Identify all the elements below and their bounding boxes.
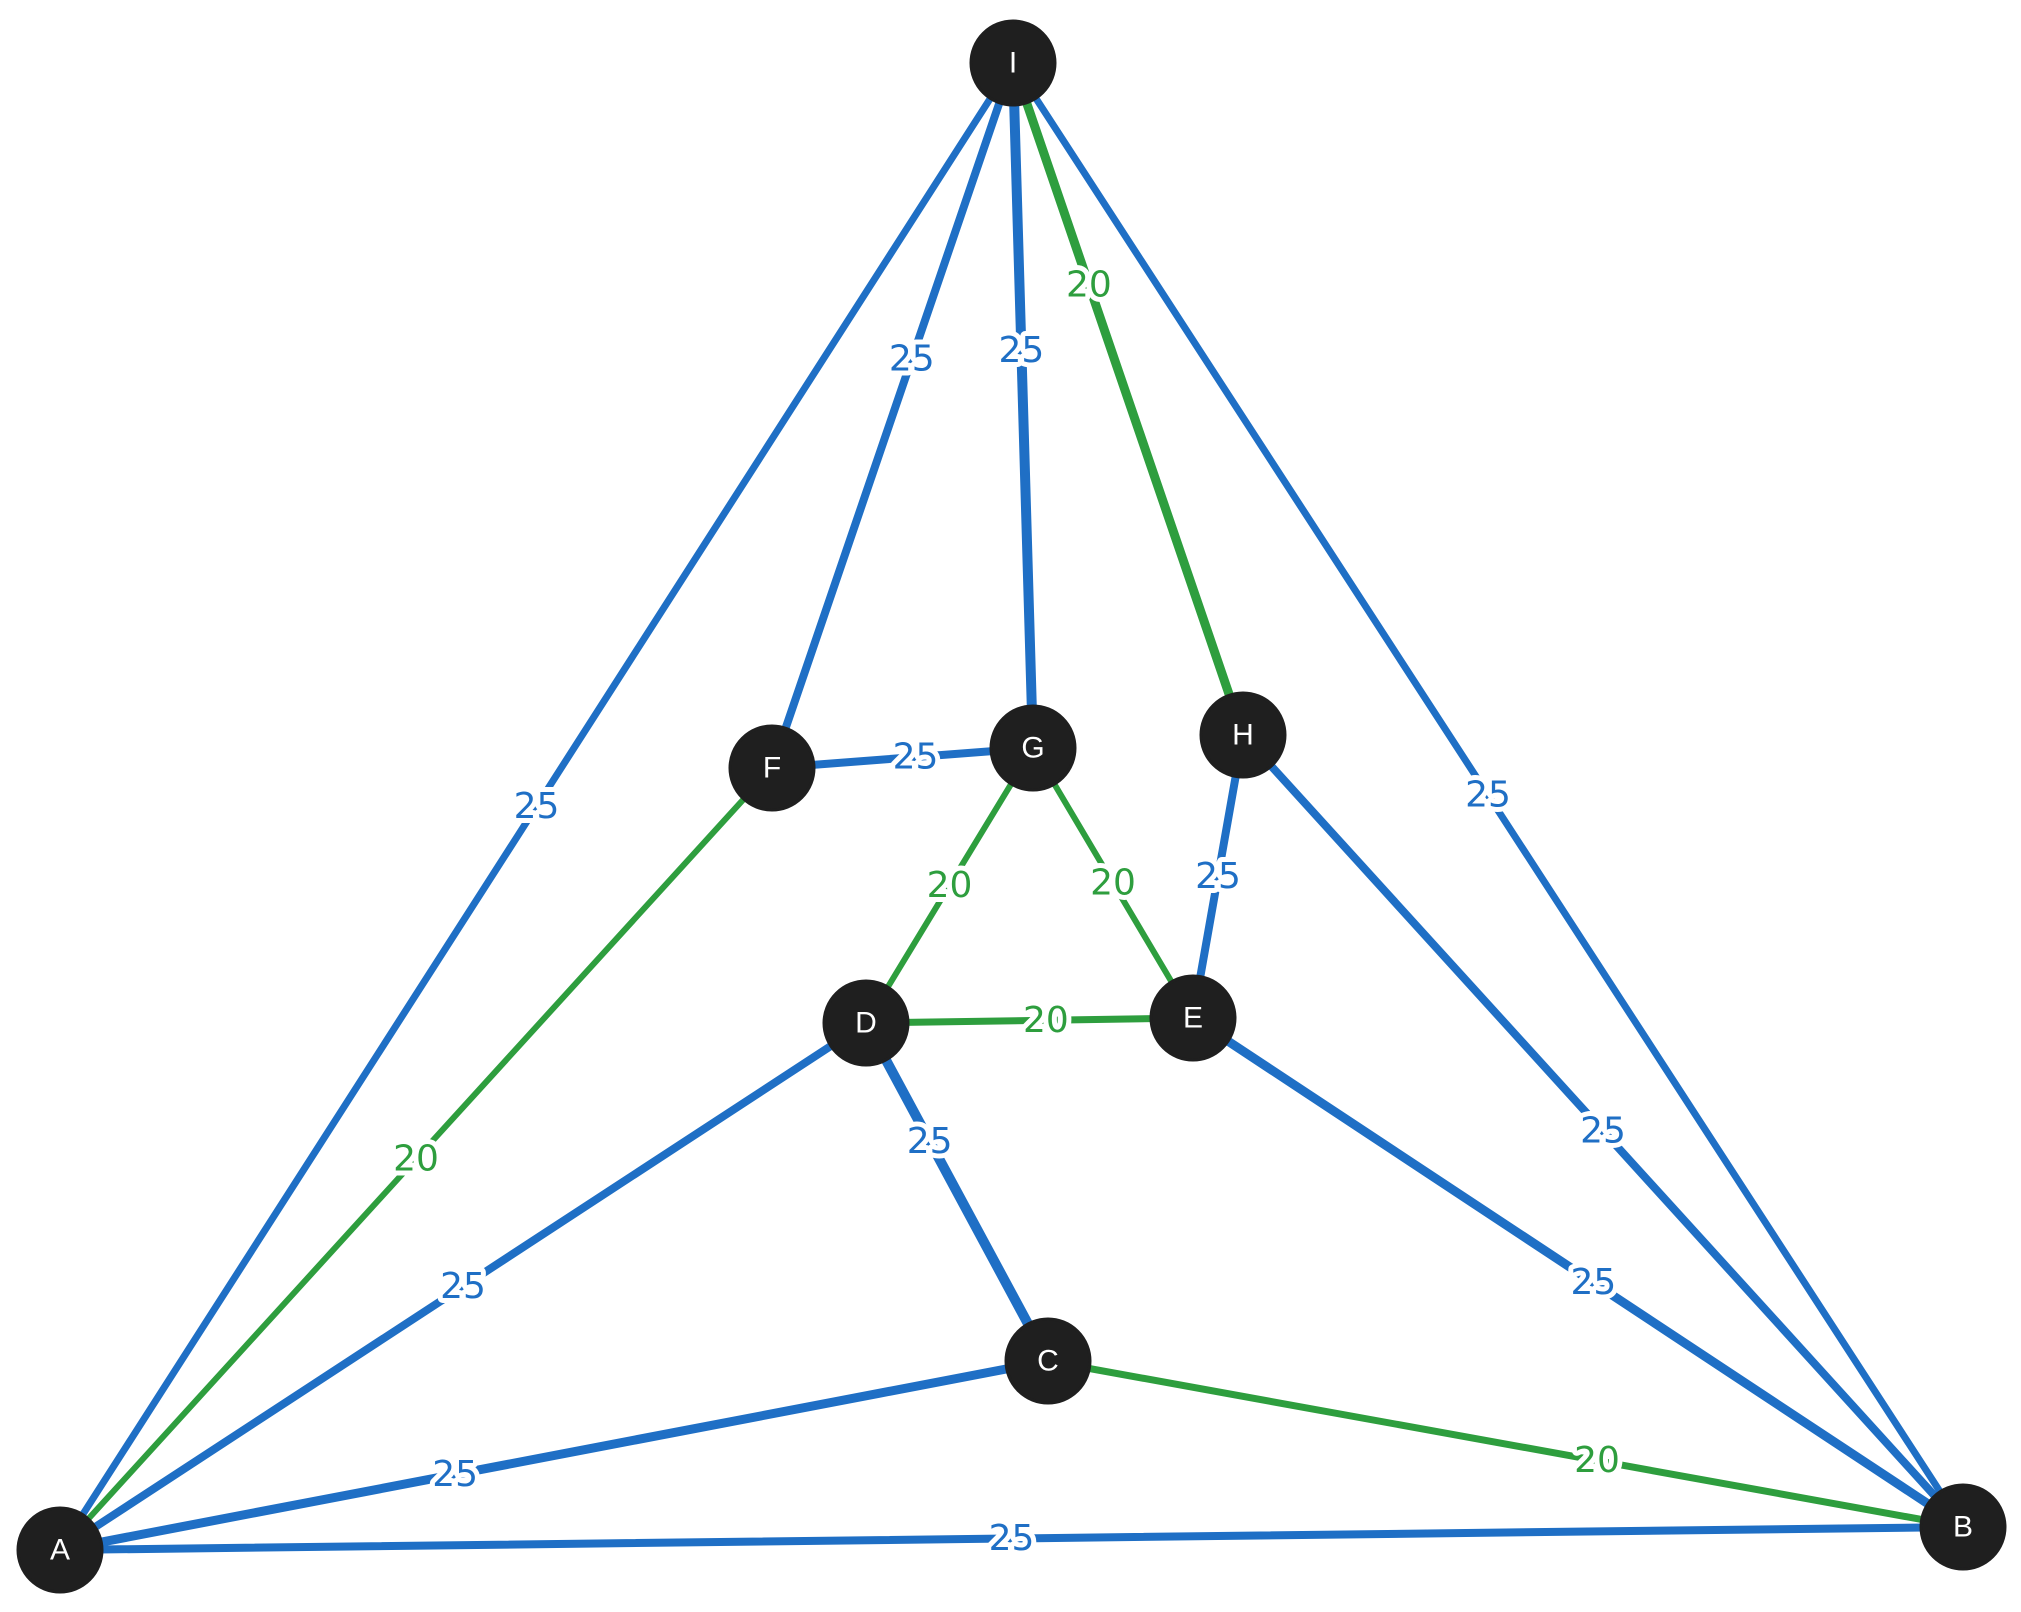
node-circle: [728, 724, 816, 812]
node-a: A: [16, 1506, 104, 1594]
edge-f-a: [57, 765, 775, 1553]
edge-f-g: [768, 744, 1037, 772]
node-label: G: [1021, 732, 1044, 765]
node-circle: [1199, 691, 1287, 779]
edge-i-a: [56, 59, 1017, 1554]
edge-d-c: [861, 1018, 1053, 1366]
edge-i-h: [1008, 58, 1248, 740]
node-label: A: [50, 1534, 70, 1567]
edge-weight-g-d: 20: [927, 865, 973, 906]
node-circle: [1149, 974, 1237, 1062]
node-circle: [1919, 1483, 2007, 1571]
node-label: B: [1953, 1511, 1973, 1544]
edge-weight-h-b: 25: [1580, 1111, 1626, 1152]
node-circle: [989, 704, 1077, 792]
edge-d-a: [56, 1019, 870, 1554]
edge-weight-i-g: 25: [998, 330, 1044, 371]
edge-g-d: [863, 745, 1036, 1026]
edge-weight-c-a: 25: [432, 1454, 478, 1495]
edge-weight-i-h: 20: [1066, 264, 1112, 305]
edge-a-b: [56, 1523, 1967, 1554]
edge-h-b: [1239, 731, 1967, 1531]
nodes-layer: I F G H D E C A B: [16, 19, 2007, 1594]
node-circle: [1004, 1317, 1092, 1405]
node-g: G: [989, 704, 1077, 792]
node-circle: [822, 979, 910, 1067]
edge-weight-e-b: 25: [1570, 1262, 1616, 1303]
edge-weight-g-e: 20: [1090, 863, 1136, 904]
edge-weight-i-b: 25: [1465, 775, 1511, 816]
node-d: D: [822, 979, 910, 1067]
edge-weight-d-e: 20: [1023, 1000, 1069, 1041]
edge-weight-i-a: 25: [514, 786, 560, 827]
edge-d-e: [862, 1014, 1197, 1027]
edge-i-g: [1008, 58, 1038, 753]
node-label: F: [763, 752, 781, 785]
node-label: I: [1009, 47, 1017, 80]
edges-layer: [55, 58, 1968, 1555]
node-f: F: [728, 724, 816, 812]
edge-weight-h-e: 25: [1195, 856, 1241, 897]
edge-weight-f-a: 20: [393, 1139, 439, 1180]
edge-c-b: [1044, 1357, 1967, 1531]
edge-labels-layer: 25 25 25 20 25 25 20 20 20 25 25 20 25 25 25 25 20 25: [388, 259, 1631, 1564]
edge-weight-i-f: 25: [889, 339, 935, 380]
edge-weight-c-b: 20: [1574, 1440, 1620, 1481]
node-e: E: [1149, 974, 1237, 1062]
node-label: H: [1232, 719, 1254, 752]
edge-weight-d-a: 25: [440, 1266, 486, 1307]
edge-c-a: [55, 1356, 1053, 1555]
edge-h-e: [1189, 731, 1247, 1022]
node-h: H: [1199, 691, 1287, 779]
edge-i-f: [768, 59, 1017, 772]
node-i: I: [969, 19, 1057, 107]
node-circle: [969, 19, 1057, 107]
edge-weight-d-c: 25: [907, 1121, 953, 1162]
node-label: E: [1183, 1002, 1203, 1035]
node-circle: [16, 1506, 104, 1594]
edge-i-b: [1009, 59, 1967, 1531]
node-b: B: [1919, 1483, 2007, 1571]
node-label: D: [855, 1007, 877, 1040]
edge-g-e: [1030, 745, 1196, 1021]
edge-weight-a-b: 25: [989, 1518, 1035, 1559]
edge-e-b: [1188, 1013, 1968, 1532]
node-label: C: [1037, 1345, 1059, 1378]
node-c: C: [1004, 1317, 1092, 1405]
edge-weight-f-g: 25: [893, 737, 939, 778]
